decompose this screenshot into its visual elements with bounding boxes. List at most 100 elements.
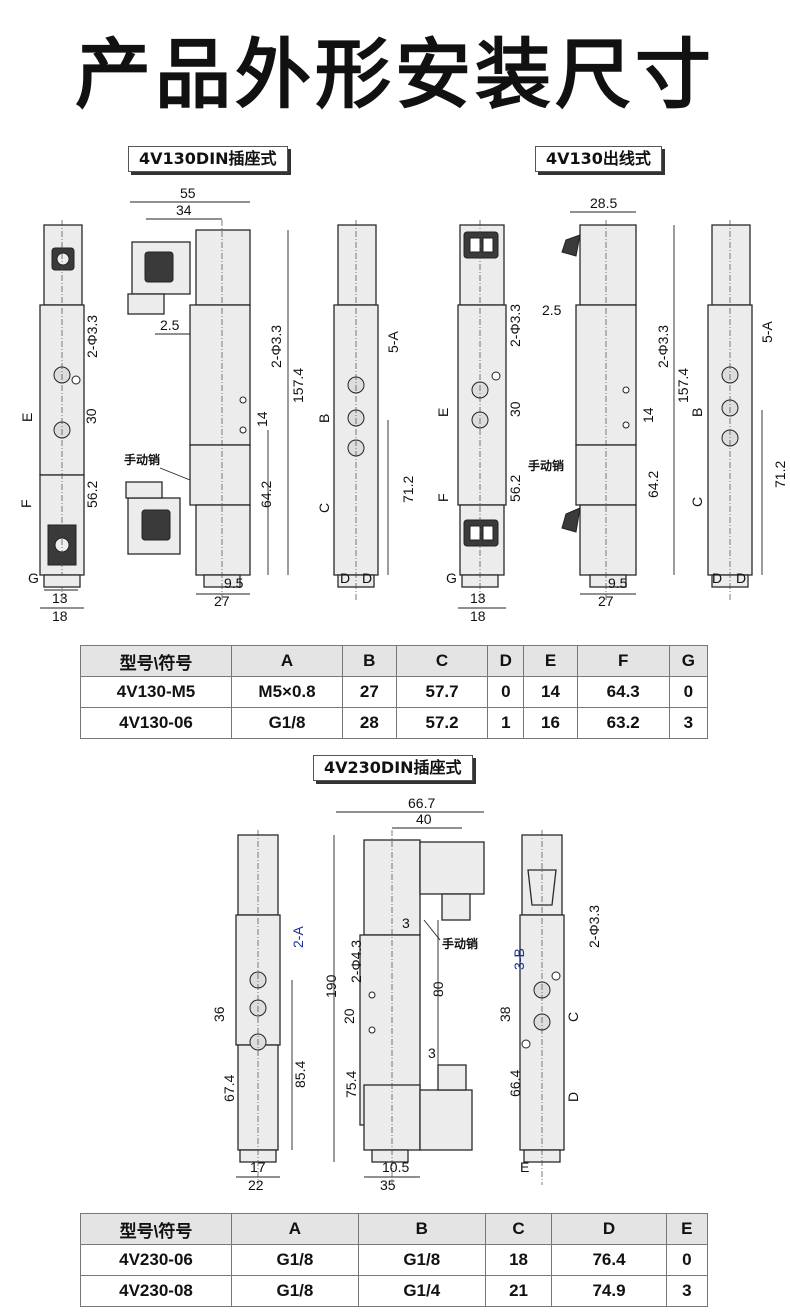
dim-E-wire: E (435, 408, 451, 417)
dim-G-wire: G (446, 570, 457, 586)
dim-34: 34 (176, 202, 192, 218)
table-cell: 4V130-06 (80, 707, 232, 739)
table-cell: 74.9 (551, 1275, 667, 1307)
dim-2-5: 2.5 (160, 317, 180, 333)
dim-190: 190 (323, 974, 339, 998)
dim-22: 22 (248, 1177, 264, 1193)
dim-17: 17 (250, 1159, 266, 1175)
dim-3-bottom: 3 (428, 1045, 436, 1061)
dim-C-230: C (565, 1012, 581, 1022)
dim-40: 40 (416, 811, 432, 827)
dim-64-2-wire: 64.2 (645, 471, 661, 498)
dim-18-wire: 18 (470, 608, 486, 624)
table-cell: 27 (342, 676, 397, 708)
dim-30: 30 (83, 408, 99, 424)
dim-157-4: 157.4 (290, 368, 306, 403)
dim-14-wire: 14 (640, 407, 656, 423)
dim-5-A-wire: 5-A (759, 321, 775, 343)
table-cell: G1/8 (357, 1244, 486, 1276)
valve-side-view-wire-right (707, 220, 753, 600)
table-cell: 16 (523, 707, 578, 739)
table-header: G (668, 645, 709, 677)
table-row: 4V130-M5 M5×0.8 27 57.7 0 14 64.3 0 (80, 676, 709, 708)
spec-table-4v130: 型号\符号 A B C D E F G 4V130-M5 M5×0.8 27 5… (80, 645, 709, 739)
dim-2-phi3-3-wire: 2-Φ3.3 (507, 304, 523, 347)
dim-66-4: 66.4 (507, 1070, 523, 1097)
spec-table-4v230: 型号\符号 A B C D E 4V230-06 G1/8 G1/8 18 76… (80, 1213, 709, 1307)
dim-2-phi3-3-front: 2-Φ3.3 (268, 325, 284, 368)
valve-side-view-wire-left (457, 220, 507, 600)
dim-27-wire: 27 (598, 593, 614, 609)
dim-E-230: E (520, 1159, 529, 1175)
valve-side-view-right (333, 220, 379, 600)
table-header: D (551, 1213, 667, 1245)
dim-13-wire: 13 (470, 590, 486, 606)
dim-D-230: D (565, 1092, 581, 1102)
table-cell: G1/4 (357, 1275, 486, 1307)
dim-38: 38 (497, 1006, 513, 1022)
dim-3-B: 3-B (511, 948, 527, 970)
table-cell: G1/8 (231, 1244, 359, 1276)
table-cell: 0 (487, 676, 525, 708)
table-header: 型号\符号 (80, 645, 232, 677)
table-row: 4V130-06 G1/8 28 57.2 1 16 63.2 3 (80, 707, 709, 739)
dim-2-phi3-3: 2-Φ3.3 (84, 315, 100, 358)
table-cell: 57.2 (395, 707, 489, 739)
table-header-row: 型号\符号 A B C D E F G (80, 645, 709, 677)
table-header-row: 型号\符号 A B C D E (80, 1213, 709, 1245)
table-cell: 76.4 (551, 1244, 667, 1276)
dim-30-wire: 30 (507, 401, 523, 417)
dim-56-2: 56.2 (84, 481, 100, 508)
dim-71-2: 71.2 (400, 476, 416, 503)
section-label-4v230-din: 4V230DIN插座式 (313, 755, 473, 781)
table-cell: 4V230-08 (80, 1275, 232, 1307)
table-header: F (576, 645, 670, 677)
table-cell: G1/8 (231, 1275, 359, 1307)
dim-28-5: 28.5 (590, 195, 617, 211)
dim-85-4: 85.4 (292, 1061, 308, 1088)
valve230-side-view-left (235, 830, 281, 1185)
valve230-side-view-right (519, 830, 565, 1185)
table-row: 4V230-06 G1/8 G1/8 18 76.4 0 (80, 1244, 709, 1276)
table-header: C (395, 645, 489, 677)
valve-front-view-wire (561, 220, 637, 600)
table-cell: 14 (523, 676, 578, 708)
table-cell: 0 (665, 1244, 709, 1276)
table-header: 型号\符号 (80, 1213, 232, 1245)
dim-C-wire: C (689, 497, 705, 507)
page-title: 产品外形安装尺寸 (75, 30, 715, 119)
table-header: B (342, 645, 397, 677)
table-header: B (357, 1213, 486, 1245)
table-cell: 0 (668, 676, 709, 708)
dim-18: 18 (52, 608, 68, 624)
table-cell: 63.2 (576, 707, 670, 739)
manual-pin-label-230: 手动销 (442, 936, 478, 951)
section-label-4v130-din: 4V130DIN插座式 (128, 146, 288, 172)
dim-D-1: D (340, 570, 350, 586)
dim-F-wire: F (435, 493, 451, 502)
table-cell: 64.3 (576, 676, 670, 708)
dim-2-A: 2-A (290, 926, 306, 948)
table-header: A (231, 1213, 359, 1245)
table-cell: 3 (665, 1275, 709, 1307)
dim-75-4: 75.4 (343, 1071, 359, 1098)
table-cell: 21 (484, 1275, 553, 1307)
table-row: 4V230-08 G1/8 G1/4 21 74.9 3 (80, 1275, 709, 1307)
dim-20: 20 (341, 1008, 357, 1024)
dim-55: 55 (180, 185, 196, 201)
table-header: E (665, 1213, 709, 1245)
dim-66-7: 66.7 (408, 795, 435, 811)
table-cell: 4V130-M5 (80, 676, 232, 708)
dim-9-5-wire: 9.5 (608, 575, 628, 591)
dim-G: G (28, 570, 39, 586)
dim-67-4: 67.4 (221, 1075, 237, 1102)
table-cell: 3 (668, 707, 709, 739)
dim-C: C (316, 503, 332, 513)
dim-14: 14 (254, 411, 270, 427)
table-cell: 28 (342, 707, 397, 739)
manual-pin-label-wire: 手动销 (528, 458, 564, 473)
table-cell: 57.7 (395, 676, 489, 708)
table-header: A (231, 645, 343, 677)
dim-B-wire: B (689, 408, 705, 417)
manual-pin-label: 手动销 (124, 452, 160, 467)
